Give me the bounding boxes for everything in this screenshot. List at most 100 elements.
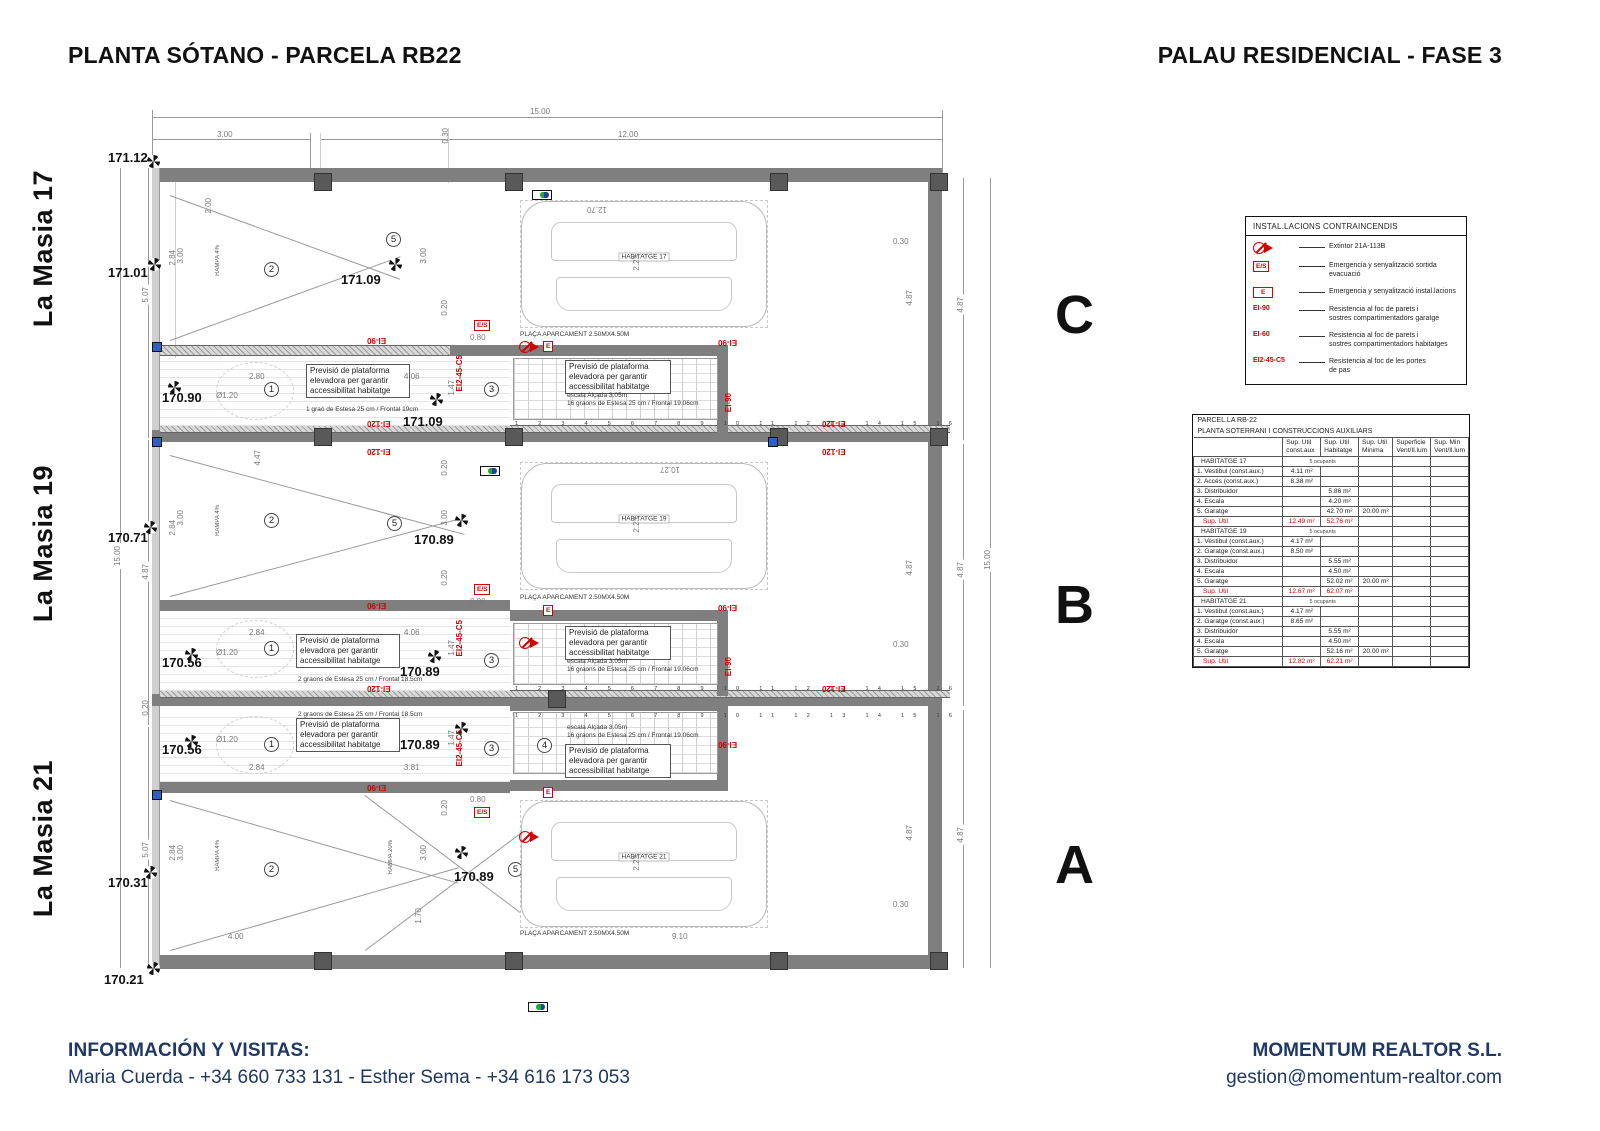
dim-17-300b: 3.00 xyxy=(419,248,428,264)
north-mark-21e xyxy=(147,962,160,975)
row-hab: 5.55 m² xyxy=(1320,556,1360,568)
row-hab: 4.20 m² xyxy=(1320,496,1360,508)
fire-code-ei245-19: EI2-45-C5 xyxy=(455,620,464,657)
footer-contacts: Maria Cuerda - +34 660 733 131 - Esther … xyxy=(68,1067,630,1088)
stair-tread-numbers-21: 1 2 3 4 5 6 7 8 9 10 11 12 13 14 15 16 xyxy=(515,713,962,719)
legend-description: Emergencia y senyalització sortida evacu… xyxy=(1329,262,1437,279)
areas-table-header-row: Sup. Util const.aux Sup. Util Habitatge … xyxy=(1193,436,1469,458)
unit-blank-3 xyxy=(1430,456,1469,468)
total-min xyxy=(1358,656,1394,668)
total-ventmin xyxy=(1430,586,1469,598)
wall-divider-17-19 xyxy=(152,430,942,442)
total-hab: 52.76 m² xyxy=(1320,516,1360,528)
sign-e-19: E xyxy=(543,605,554,616)
platform-note-21: Previsió de plataforma elevadora per gar… xyxy=(296,718,400,752)
row-aux xyxy=(1282,566,1322,578)
fire-code-ei120-17: EI-120 xyxy=(367,419,391,428)
north-mark-21d xyxy=(144,866,157,879)
row-ventmin xyxy=(1430,476,1469,488)
row-aux xyxy=(1282,646,1322,658)
dim-21-381: 3.81 xyxy=(404,763,420,772)
row-aux xyxy=(1282,636,1322,648)
unit-blank-1 xyxy=(1358,456,1394,468)
row-vent xyxy=(1392,556,1432,568)
footer-email[interactable]: gestion@momentum-realtor.com xyxy=(1226,1067,1502,1088)
north-mark-19c xyxy=(185,648,198,661)
footer-left: INFORMACIÓN Y VISITAS: Maria Cuerda - +3… xyxy=(68,1040,630,1089)
north-mark-17e xyxy=(430,393,443,406)
room-number-1-unit21: 1 xyxy=(264,737,279,752)
exit-sign-21-bot xyxy=(528,1002,548,1012)
dim-left-overall: 15.00 xyxy=(113,543,122,570)
level-170-89-d: 170.89 xyxy=(454,869,494,884)
sign-es-17: E/S xyxy=(474,320,491,331)
section-marker-a: A xyxy=(1055,835,1094,895)
unit-occupants: 5 ocupants xyxy=(1282,526,1360,538)
legend-symbol: EI-90 xyxy=(1253,305,1299,312)
sign-e-icon: E xyxy=(1253,286,1274,298)
areas-row: 1. Vestibul (const.aux.) 4.17 m² xyxy=(1192,606,1469,618)
dim-right-inner-1: 4.87 xyxy=(905,290,914,306)
fire-code-ei120-19: EI-120 xyxy=(367,684,391,693)
parking-label-21: PLAÇA APARCAMENT 2.50MX4.50M xyxy=(520,930,630,937)
row-vent xyxy=(1392,636,1432,648)
wall-right xyxy=(928,168,942,969)
row-min xyxy=(1358,536,1394,548)
legend-leader-line xyxy=(1299,335,1325,337)
ramp-label-21b: RAMPA 20% xyxy=(388,840,394,875)
total-vent xyxy=(1392,516,1432,528)
row-min xyxy=(1358,556,1394,568)
row-vent xyxy=(1392,646,1432,658)
areas-row: 2. Garatge (const.aux.) 8.50 m² xyxy=(1192,546,1469,558)
total-aux: 12.49 m² xyxy=(1282,516,1322,528)
pillar-t2 xyxy=(505,173,523,191)
legend-description: Resistencia al foc de parets i sostres c… xyxy=(1329,305,1440,323)
pillar-b1 xyxy=(314,952,332,970)
row-label: 3. Distribuidor xyxy=(1192,486,1284,498)
row-hab: 42.70 m² xyxy=(1320,506,1360,518)
fire-code-label: EI-90 xyxy=(1253,304,1270,312)
pillar-m5 xyxy=(548,690,566,708)
legend-symbol: E xyxy=(1253,286,1299,298)
legend-row: EI-60 Resistencia al foc de parets i sos… xyxy=(1253,331,1459,350)
ramp-line-21a xyxy=(169,800,459,884)
row-aux: 8.38 m² xyxy=(1282,476,1322,488)
step-note-19: 2 graons de Estesa 25 cm / Frontal 18.5c… xyxy=(298,676,423,683)
row-aux xyxy=(1282,496,1322,508)
dim-ext-top-l xyxy=(152,110,153,170)
row-label: 4. Escala xyxy=(1192,566,1284,578)
legend-symbol: EI2-45-C5 xyxy=(1253,357,1299,364)
dim-door-21: 0.80 xyxy=(470,795,486,804)
dim-left-small: 0.20 xyxy=(141,700,150,716)
north-mark-21b xyxy=(455,722,468,735)
row-min xyxy=(1358,546,1394,558)
row-vent xyxy=(1392,506,1432,518)
room-number-4-unit21: 4 xyxy=(537,738,552,753)
north-mark-19a xyxy=(455,514,468,527)
row-min xyxy=(1358,606,1394,618)
wall-stair-21-right xyxy=(717,700,728,786)
total-label: Sup. Util xyxy=(1192,656,1284,668)
north-mark-19d xyxy=(428,650,441,663)
dim-top-left-seg: 3.00 xyxy=(214,130,236,139)
wall-top xyxy=(152,168,942,182)
ramp-label-21a: RAMPA 4% xyxy=(215,840,221,871)
section-marker-b: B xyxy=(1055,575,1094,635)
dim-19-284: 2.84 xyxy=(249,628,265,637)
areas-unit-header-row: HABITATGE 21 5 ocupants xyxy=(1192,596,1469,608)
row-vent xyxy=(1392,466,1432,478)
unit-blank-1 xyxy=(1358,526,1394,538)
row-aux: 8.65 m² xyxy=(1282,616,1322,628)
dim-left-inner-1 xyxy=(175,175,176,365)
areas-unit-header-row: HABITATGE 19 5 ocupants xyxy=(1192,526,1469,538)
unit-label-la-masia-17: La Masia 17 xyxy=(28,170,58,328)
wall-left xyxy=(152,168,160,969)
row-aux: 8.50 m² xyxy=(1282,546,1322,558)
row-min xyxy=(1358,496,1394,508)
dim-top-overall-line xyxy=(152,117,942,118)
pillar-b4 xyxy=(930,952,948,970)
step-note-21: 2 graons de Estesa 25 cm / Frontal 18.5c… xyxy=(298,711,423,718)
dim-21-284: 2.84 xyxy=(249,763,265,772)
row-label: 5. Garatge xyxy=(1192,646,1284,658)
dim-left-seg-mid: 4.87 xyxy=(141,562,150,582)
